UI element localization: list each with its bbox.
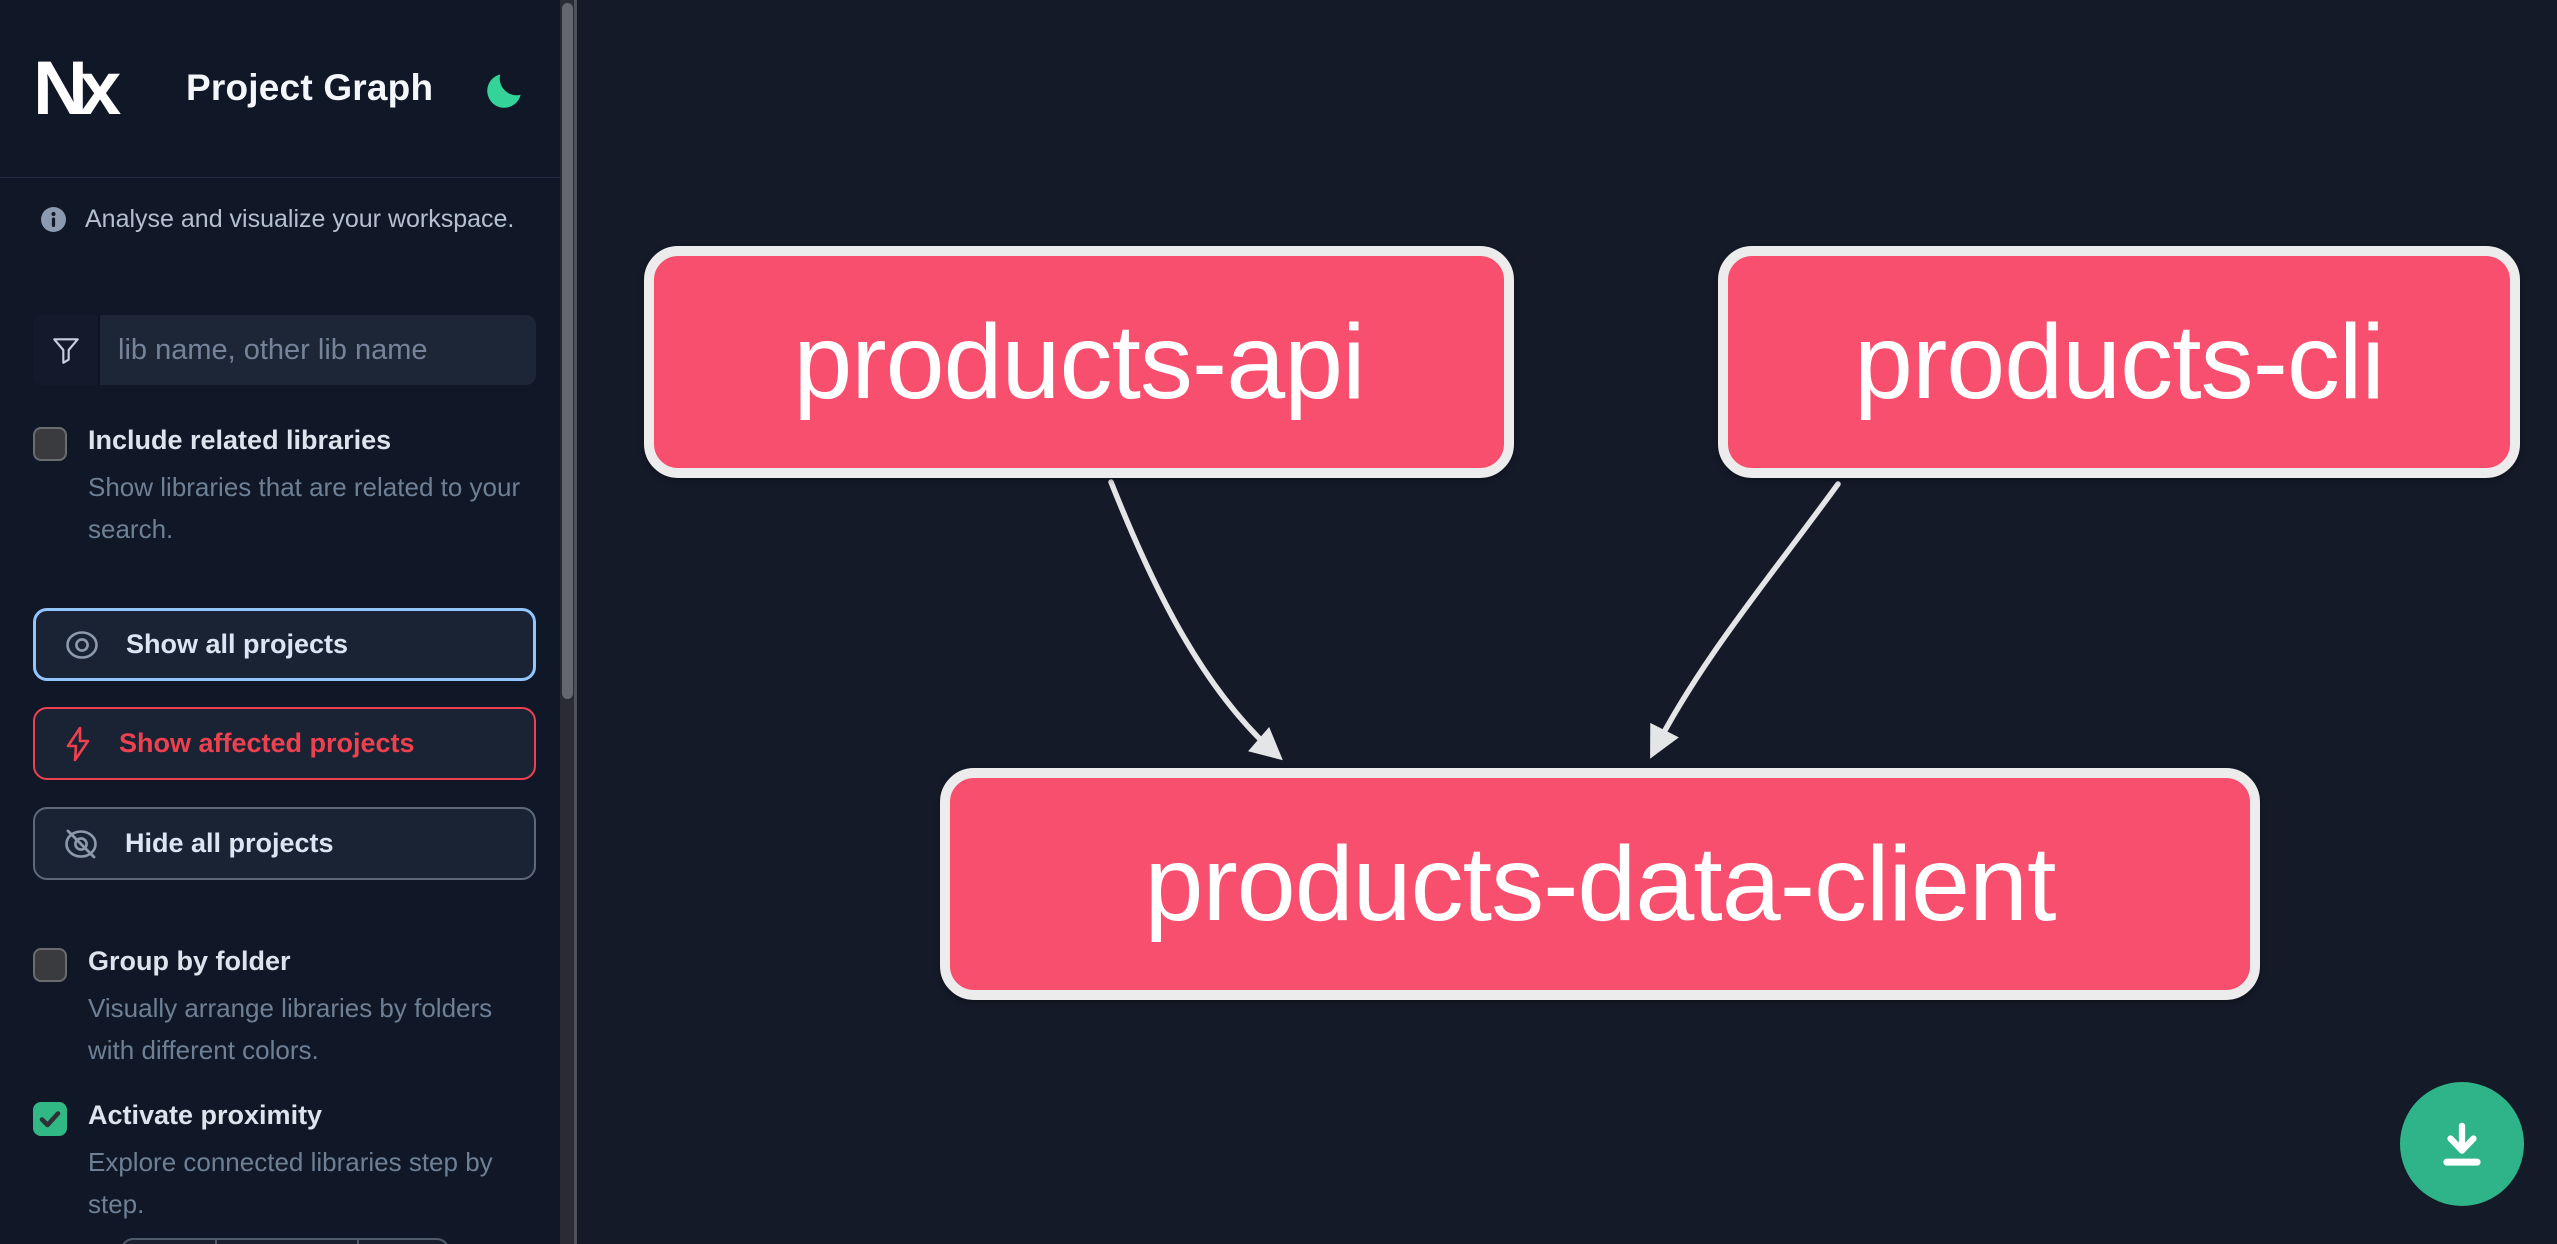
toggle-description: Visually arrange libraries by folders wi… [88, 993, 493, 1065]
node-label: products-api [793, 302, 1365, 421]
node-products-cli[interactable]: products-cli [1718, 246, 2520, 478]
show-all-projects-button[interactable]: Show all projects [33, 608, 536, 681]
include-related-checkbox[interactable] [33, 427, 67, 461]
eye-off-icon [65, 829, 97, 858]
download-icon [2443, 1122, 2481, 1166]
node-products-api[interactable]: products-api [644, 246, 1514, 478]
button-label: Show all projects [126, 629, 349, 659]
download-image-button[interactable] [2400, 1082, 2524, 1206]
tagline-text: Analyse and visualize your workspace. [85, 205, 515, 233]
toggle-description: Explore connected libraries step by step… [88, 1147, 493, 1219]
button-label: Show affected projects [119, 728, 415, 758]
node-label: products-cli [1854, 302, 2385, 421]
button-label: Hide all projects [125, 828, 334, 858]
toggle-label: Group by folder [88, 946, 291, 976]
checkmark-icon [39, 1111, 61, 1128]
sidebar: N x Project Graph Analyse and visualize … [0, 0, 577, 1244]
filter-input[interactable] [100, 315, 536, 385]
edge-products-api-to-products-data-client[interactable] [1108, 479, 1283, 761]
proximity-decrement-button[interactable] [123, 1240, 215, 1244]
show-affected-projects-button[interactable]: Show affected projects [33, 707, 536, 780]
toggle-activate-proximity: Activate proximity Explore connected lib… [33, 1100, 543, 1225]
toggle-group-by-folder: Group by folder Visually arrange librari… [33, 946, 543, 1071]
search-iconbox [33, 315, 100, 385]
edge-products-cli-to-products-data-client[interactable] [1650, 481, 1841, 759]
lightning-icon [66, 726, 90, 761]
proximity-depth-control [121, 1238, 449, 1244]
toggle-include-related: Include related libraries Show libraries… [33, 425, 543, 550]
hide-all-projects-button[interactable]: Hide all projects [33, 807, 536, 880]
proximity-increment-button[interactable] [357, 1240, 447, 1244]
eye-icon [66, 630, 98, 659]
svg-text:x: x [79, 48, 121, 131]
node-products-data-client[interactable]: products-data-client [940, 768, 2260, 1000]
svg-text:N: N [33, 48, 83, 131]
page-title: Project Graph [186, 67, 434, 108]
toggle-label: Activate proximity [88, 1100, 323, 1130]
funnel-icon [52, 338, 79, 364]
toggle-label: Include related libraries [88, 425, 392, 455]
moon-icon[interactable] [481, 70, 525, 114]
toggle-description: Show libraries that are related to your … [88, 472, 521, 544]
node-label: products-data-client [1144, 824, 2057, 943]
tagline-row: Analyse and visualize your workspace. [40, 205, 514, 234]
activate-proximity-checkbox[interactable] [33, 1102, 67, 1136]
nx-logo: N x [33, 48, 121, 131]
group-by-folder-checkbox[interactable] [33, 948, 67, 982]
sidebar-header: N x Project Graph [0, 0, 574, 178]
search-box [33, 315, 536, 385]
proximity-depth-value [215, 1240, 357, 1244]
info-icon [41, 207, 66, 232]
sidebar-divider [574, 0, 577, 1244]
sidebar-scrollbar-thumb[interactable] [562, 3, 573, 699]
